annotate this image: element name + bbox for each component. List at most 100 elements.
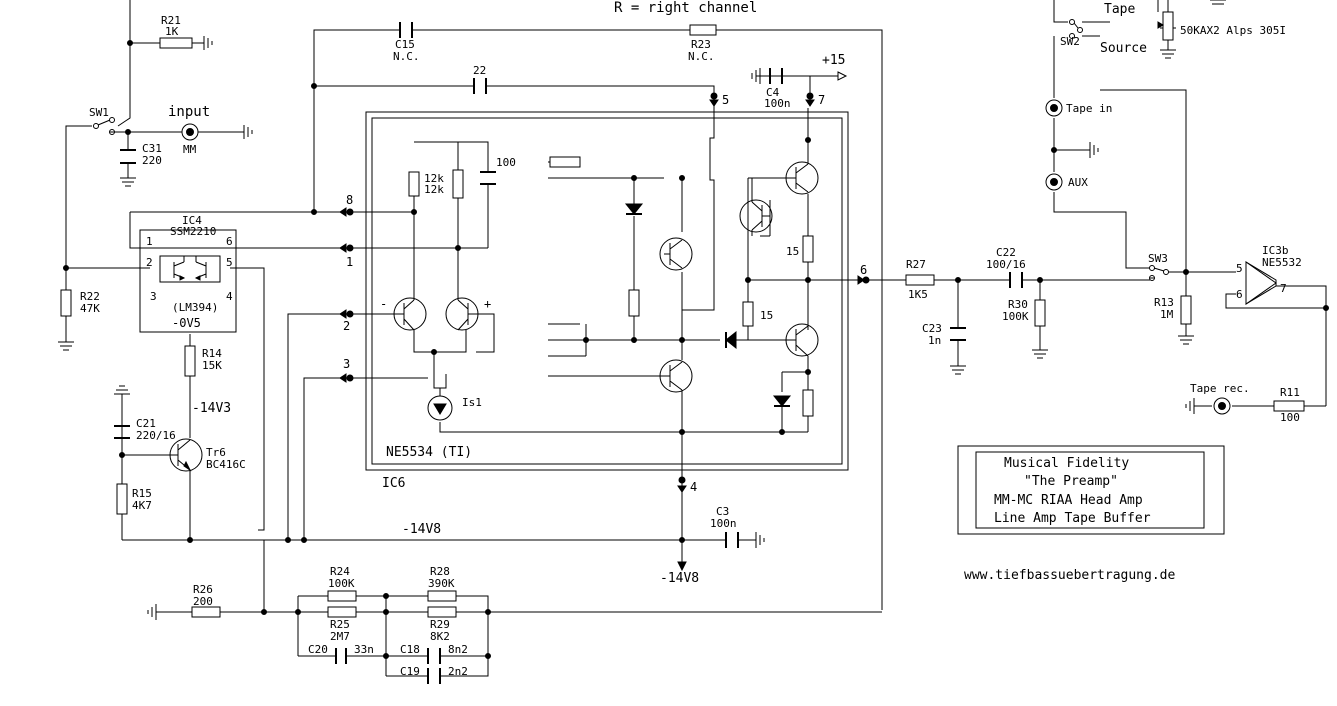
svg-text:R28: R28 [430,565,450,578]
resistor-r25 [327,606,357,618]
svg-text:47K: 47K [80,302,100,315]
svg-text:IC4: IC4 [182,214,202,227]
svg-text:R30: R30 [1008,298,1028,311]
input-jack [181,123,199,141]
svg-text:R21: R21 [161,14,181,27]
transistor-q2 [445,297,479,331]
svg-text:4: 4 [690,480,697,494]
svg-text:BC416C: BC416C [206,458,246,471]
svg-text:R22: R22 [80,290,100,303]
grounds [58,0,1226,620]
svg-text:100: 100 [1280,411,1300,424]
svg-text:Tape rec.: Tape rec. [1190,382,1250,395]
svg-text:R27: R27 [906,258,926,271]
resistor-r29 [427,606,457,618]
svg-text:SW1: SW1 [89,106,109,119]
svg-text:C31: C31 [142,142,162,155]
svg-text:C21: C21 [136,417,156,430]
svg-text:C18: C18 [400,643,420,656]
svg-text:1M: 1M [1160,308,1174,321]
svg-text:5: 5 [226,256,233,269]
website-link[interactable]: www.tiefbassuebertragung.de [964,568,1175,583]
svg-text:Tape in: Tape in [1066,102,1112,115]
resistor-12k-b [452,169,464,199]
svg-text:390K: 390K [428,577,455,590]
title-line-3: MM-MC RIAA Head Amp [994,493,1143,508]
resistor-r15 [116,483,128,515]
svg-text:C20: C20 [308,643,328,656]
svg-text:220/16: 220/16 [136,429,176,442]
svg-text:C22: C22 [996,246,1016,259]
svg-text:SW3: SW3 [1148,252,1168,265]
switches [93,19,1169,281]
svg-text:100n: 100n [764,97,791,110]
svg-text:R24: R24 [330,565,350,578]
title-line-4: Line Amp Tape Buffer [994,511,1151,526]
svg-text:C19: C19 [400,665,420,678]
svg-text:R11: R11 [1280,386,1300,399]
svg-text:AUX: AUX [1068,176,1088,189]
svg-text:MM: MM [183,143,197,156]
cap-c15 [399,22,413,38]
svg-text:SSM2210: SSM2210 [170,225,216,238]
svg-text:Source: Source [1100,41,1147,56]
svg-text:6: 6 [860,263,867,277]
svg-text:R29: R29 [430,618,450,631]
svg-text:-0V5: -0V5 [172,316,201,330]
resistor-15-b [742,301,754,327]
svg-text:Tape: Tape [1104,2,1135,17]
ic-pin-markers [339,71,870,572]
resistors [60,11,1305,618]
svg-text:-14V8: -14V8 [402,522,441,537]
svg-text:2n2: 2n2 [448,665,468,678]
cap-c19 [427,668,441,684]
resistor-12k-a [408,171,420,197]
svg-text:5: 5 [722,93,729,107]
tape-rec-jack [1213,397,1231,415]
svg-text:100/16: 100/16 [986,258,1026,271]
svg-text:7: 7 [818,93,825,107]
resistor-r27 [905,274,935,286]
svg-text:12k: 12k [424,183,444,196]
cap-c3 [725,532,739,548]
transistor-tr6 [169,438,203,472]
cap-c23 [950,327,966,341]
svg-text:12k: 12k [424,172,444,185]
resistor-15-a [802,235,814,263]
svg-text:R25: R25 [330,618,350,631]
svg-text:4K7: 4K7 [132,499,152,512]
svg-text:8n2: 8n2 [448,643,468,656]
svg-text:100: 100 [496,156,516,169]
resistor-r28 [427,590,457,602]
svg-text:IC6: IC6 [382,476,405,491]
svg-text:200: 200 [193,595,213,608]
ic6-part-label: NE5534 (TI) [386,445,472,460]
resistor-r13 [1180,295,1192,325]
svg-text:15: 15 [760,309,773,322]
svg-text:+: + [484,297,491,311]
input-label: input [168,104,210,120]
ic3b-opamp [1245,261,1277,305]
svg-text:NE5532: NE5532 [1262,256,1302,269]
transistor-q1 [393,297,427,331]
title-box [957,445,1225,535]
text-labels: R = right channel R21 1K SW1 input MM C3… [80,0,1302,678]
svg-text:-: - [380,297,387,311]
svg-text:5: 5 [1236,262,1243,275]
svg-text:2: 2 [146,256,153,269]
svg-text:33n: 33n [354,643,374,656]
svg-text:8K2: 8K2 [430,630,450,643]
transistors [169,140,819,472]
cap-c20 [335,648,347,664]
ic6-box [365,111,849,471]
transistor-q3 [659,237,693,271]
svg-text:C4: C4 [766,86,780,99]
svg-text:6: 6 [226,235,233,248]
svg-text:8: 8 [346,193,353,207]
svg-text:Tr6: Tr6 [206,446,226,459]
ic6-internal-wires [346,96,864,470]
resistor-r26 [191,606,221,618]
svg-text:2: 2 [343,319,350,333]
title-line-2: "The Preamp" [1024,474,1118,489]
svg-text:6: 6 [1236,288,1243,301]
